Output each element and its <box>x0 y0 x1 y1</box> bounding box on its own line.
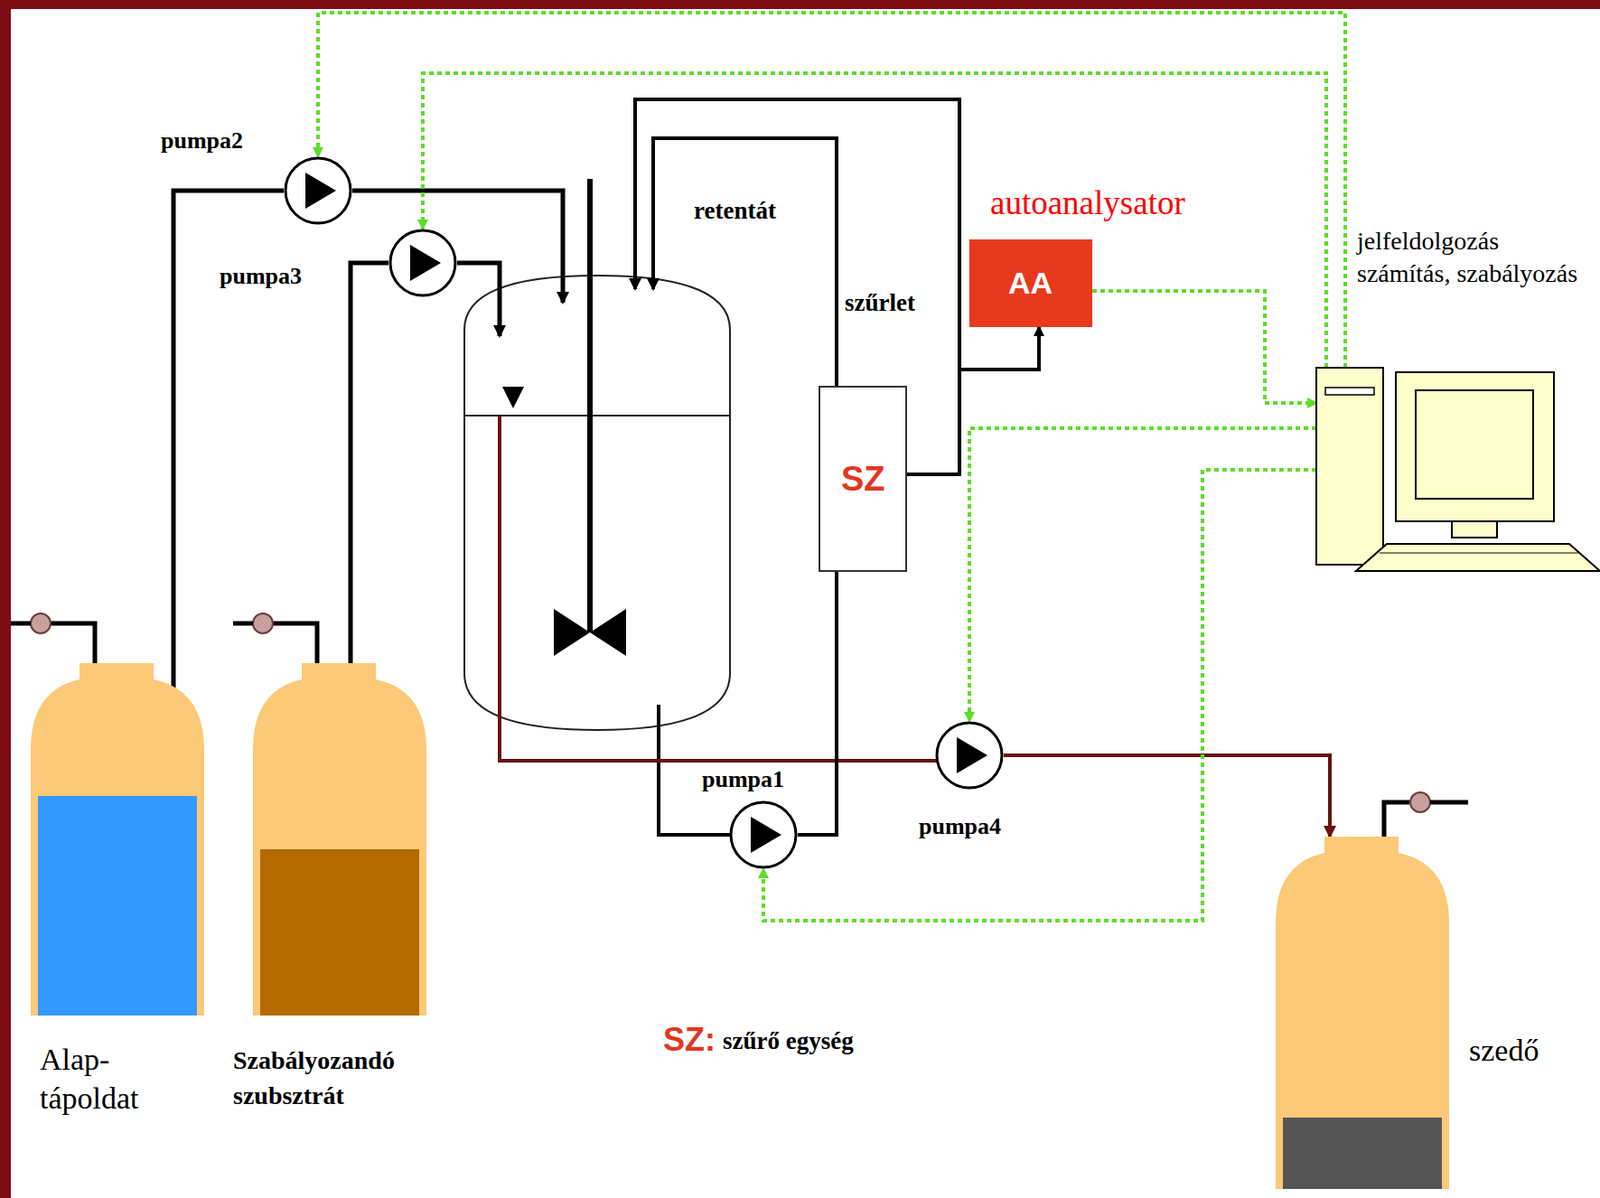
connector <box>422 73 1327 368</box>
node-text: Alap- tápoldat <box>39 1040 176 1118</box>
collector-bottle: szedő <box>1275 836 1450 1198</box>
text-label: retentát <box>693 196 777 225</box>
connector <box>318 12 1346 368</box>
pump: pumpa3 <box>388 228 458 298</box>
connector <box>969 428 1317 721</box>
collector-bottle-shape <box>1275 836 1450 1198</box>
pump: pumpa2 <box>283 156 353 225</box>
node-text: szedő <box>1469 1033 1539 1068</box>
connector <box>797 571 837 835</box>
node-text: pumpa1 <box>701 766 785 794</box>
node-text: pumpa4 <box>918 813 1002 841</box>
connector <box>907 327 1039 475</box>
computer: jelfeldolgozás számítás, szabályozás <box>1316 367 1600 571</box>
computer-shape <box>1316 367 1600 571</box>
connector <box>173 190 284 664</box>
filter-unit: SZ <box>818 385 908 572</box>
feed-bottle-shape <box>30 663 205 1016</box>
pump-shape <box>729 800 798 870</box>
pump-shape <box>388 228 458 298</box>
node-text: jelfeldolgozás számítás, szabályozás <box>1356 224 1592 291</box>
node-text: AA <box>1008 265 1053 301</box>
node-text: pumpa3 <box>219 262 302 291</box>
pump-shape <box>283 156 353 225</box>
pump: pumpa1 <box>729 800 798 870</box>
pump-shape <box>935 720 1004 790</box>
text-label: szűrő egység <box>722 1027 854 1056</box>
node-text: autoanalysator <box>990 183 1186 223</box>
pump: pumpa4 <box>935 720 1004 790</box>
text-label: szűrlet <box>844 289 916 318</box>
connector <box>1003 755 1330 837</box>
text-label: SZ: <box>663 1020 716 1059</box>
node-text: pumpa2 <box>160 127 244 155</box>
autoanalyzer-box: autoanalysatorAA <box>969 239 1093 328</box>
connector <box>1092 290 1317 403</box>
feed-bottle: Alap- tápoldat <box>30 663 205 1016</box>
connector <box>350 262 389 664</box>
node-text: SZ <box>841 459 886 499</box>
substrate-bottle: Szabályozandó szubsztrát <box>252 663 427 1016</box>
node-text: Szabályozandó szubsztrát <box>233 1042 459 1114</box>
substrate-bottle-shape <box>252 663 427 1016</box>
